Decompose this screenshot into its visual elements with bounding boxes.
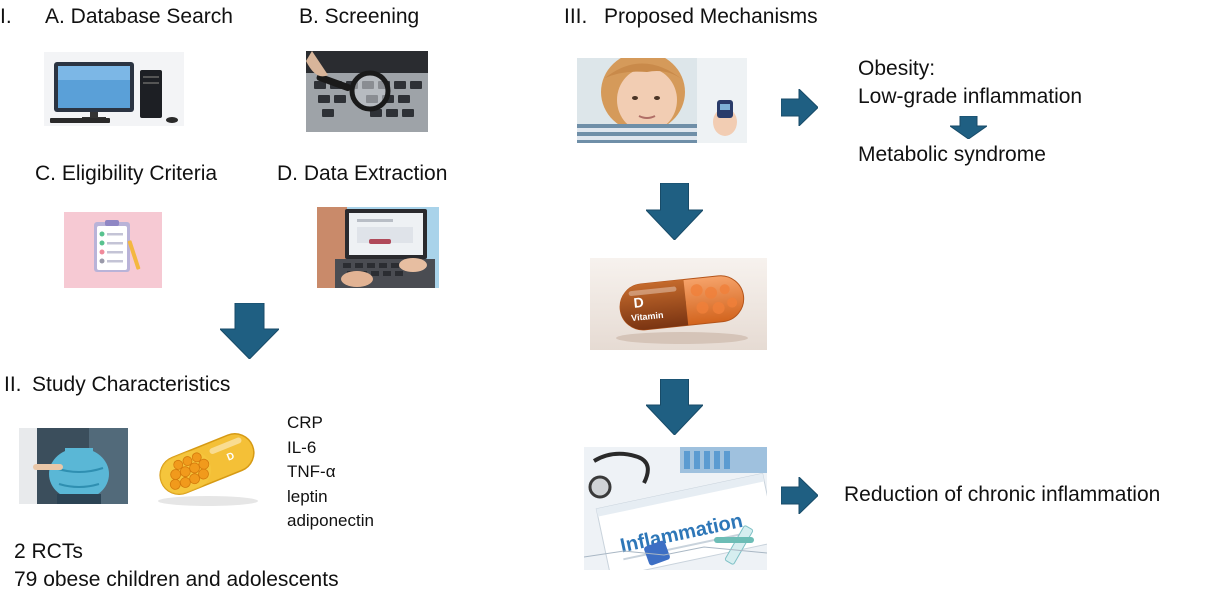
arrow-icon [950,116,987,139]
arrow-icon [646,379,703,435]
panel-c-label: C. Eligibility Criteria [35,162,218,185]
obese-child-photo [19,428,128,504]
capsule-word: Vitamin [631,310,664,323]
capsule-letter-small: D [225,451,236,464]
marker-list: CRP IL-6 TNF-α leptin adiponectin [287,411,374,534]
magnifying-glass-icon [306,51,428,132]
arrow-icon [781,477,818,514]
metabolic-syndrome-label: Metabolic syndrome [858,143,1046,166]
section-two-title: Study Characteristics [32,373,231,396]
capsule-letter: D [633,294,645,311]
child-glucose-test-photo [577,58,747,143]
marker-tnf: TNF-α [287,462,336,481]
population-label: 79 obese children and adolescents [14,568,339,591]
vitamin-capsule-icon: D [144,417,270,511]
panel-a-label: A. Database Search [45,5,233,28]
arrow-icon [781,89,818,126]
panel-d-label: D. Data Extraction [277,162,448,185]
marker-leptin: leptin [287,486,328,506]
desktop-computer-icon [44,52,184,126]
inflammation-card-photo: Inflammation [584,447,767,570]
clipboard-checklist-icon [64,212,162,288]
section-one-numeral: I. [0,5,12,28]
marker-crp: CRP [287,413,323,432]
marker-il6: IL-6 [287,437,317,457]
laptop-typing-icon [317,207,439,288]
marker-adiponectin: adiponectin [287,511,374,530]
vitamin-d-capsule-photo: D Vitamin [590,258,767,350]
panel-b-label: B. Screening [299,5,420,28]
rct-count: 2 RCTs [14,540,83,563]
section-two-numeral: II. [4,373,22,396]
obesity-label: Obesity: [858,57,936,80]
arrow-icon [220,303,279,359]
low-grade-inflammation-label: Low-grade inflammation [858,85,1083,108]
section-three-title: Proposed Mechanisms [604,5,818,28]
section-three-numeral: III. [564,5,588,28]
outcome-label: Reduction of chronic inflammation [844,483,1161,506]
arrow-icon [646,183,703,240]
